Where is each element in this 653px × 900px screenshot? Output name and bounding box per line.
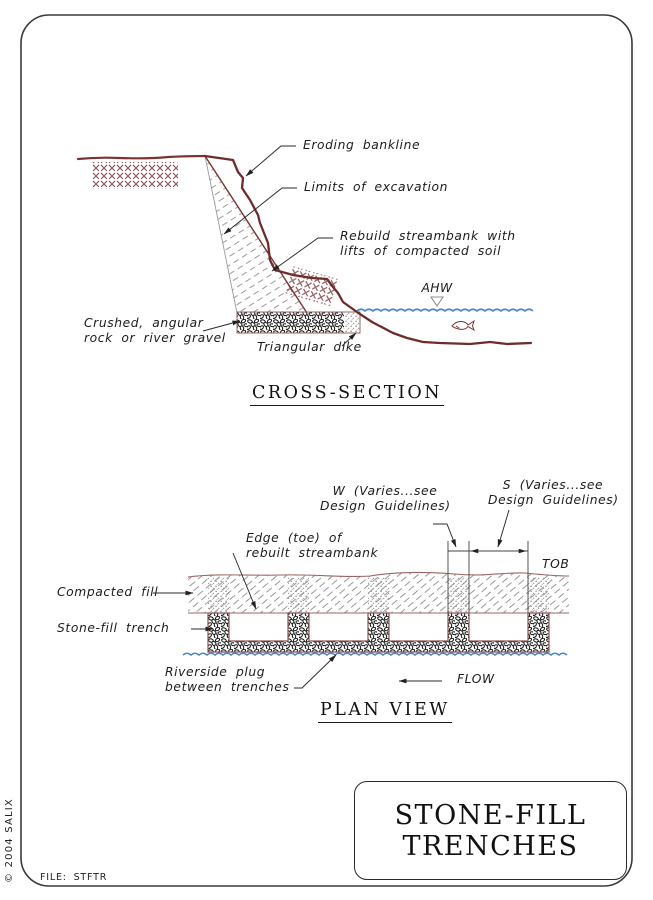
label-eroding-bankline: Eroding bankline	[303, 138, 421, 152]
label-rebuild-line1: Rebuild streambank with	[340, 229, 516, 243]
label-crushed-rock: Crushed, angular rock or river gravel	[84, 316, 226, 346]
leader-s-dimension	[497, 509, 510, 548]
sheet-border	[20, 14, 633, 887]
file-label: FILE: STFTR	[40, 872, 108, 883]
crushed-rock-fill	[237, 312, 344, 333]
eroding-bankline-path	[203, 154, 533, 346]
label-edge-line1: Edge (toe) of	[246, 531, 342, 545]
label-compacted-fill: Compacted fill	[57, 585, 159, 599]
label-riverside-line1: Riverside plug	[165, 665, 266, 679]
cross-section-title: CROSS-SECTION	[250, 383, 445, 406]
leader-crushed-rock	[202, 320, 241, 332]
label-crushed-line1: Crushed, angular	[84, 316, 204, 330]
label-rebuild-streambank: Rebuild streambank with lifts of compact…	[340, 229, 516, 259]
label-ahw: AHW	[421, 281, 453, 295]
river-edge-water-line	[182, 652, 568, 656]
excavation-right-edge	[204, 155, 308, 314]
label-w-line1: W (Varies...see	[332, 484, 438, 498]
plan-view-drawing	[153, 509, 570, 689]
fish-icon	[451, 319, 475, 332]
plan-view-title: PLAN VIEW	[318, 700, 452, 723]
leader-limits-excavation	[223, 187, 297, 235]
excavation-left-edge	[204, 155, 238, 314]
label-s-line1: S (Varies...see	[502, 478, 604, 492]
leader-eroding-bankline	[245, 145, 296, 177]
title-block: STONE-FILL TRENCHES	[354, 781, 627, 880]
label-tob: TOB	[542, 557, 570, 571]
dimension-lines	[447, 541, 529, 613]
label-limits-of-excavation: Limits of excavation	[304, 180, 449, 194]
title-block-line2: TRENCHES	[402, 830, 579, 862]
stone-fill-base	[236, 311, 361, 334]
label-rebuild-line2: lifts of compacted soil	[340, 244, 502, 258]
water-surface-line	[356, 308, 534, 313]
triangular-dike-shape	[344, 312, 360, 333]
cross-section-leaders	[202, 145, 357, 347]
label-crushed-line2: rock or river gravel	[84, 331, 226, 345]
label-s-line2: Design Guidelines)	[488, 493, 619, 507]
cross-section-drawing	[76, 145, 534, 347]
top-of-bank-line	[187, 571, 570, 578]
stone-fill-trenches-shape	[207, 612, 550, 653]
ground-line	[76, 154, 207, 161]
trench-tops-in-band	[208, 577, 549, 613]
label-w-line2: Design Guidelines)	[320, 499, 451, 513]
leader-riverside-plug	[294, 654, 337, 689]
leader-w-dimension	[433, 523, 457, 548]
label-stone-fill-trench: Stone-fill trench	[57, 621, 170, 635]
title-block-line1: STONE-FILL	[394, 799, 587, 831]
label-w-dimension: W (Varies...see Design Guidelines)	[320, 484, 450, 514]
label-triangular-dike: Triangular dike	[257, 340, 362, 354]
leader-triangular-dike	[341, 332, 357, 347]
copyright-text: © 2004 SALIX	[4, 798, 15, 883]
label-riverside-line2: between trenches	[165, 680, 290, 694]
label-edge-line2: rebuilt streambank	[246, 546, 379, 560]
label-edge-toe: Edge (toe) of rebuilt streambank	[246, 531, 378, 561]
plan-view-leaders	[153, 509, 510, 689]
label-riverside-plug: Riverside plug between trenches	[165, 665, 289, 695]
label-flow: FLOW	[457, 672, 495, 686]
soil-hatch-left	[92, 162, 178, 189]
ahw-water-level-icon	[429, 296, 445, 307]
leader-rebuild-streambank	[271, 237, 333, 272]
leader-edge-toe	[232, 552, 257, 610]
label-s-dimension: S (Varies...see Design Guidelines)	[488, 478, 618, 508]
